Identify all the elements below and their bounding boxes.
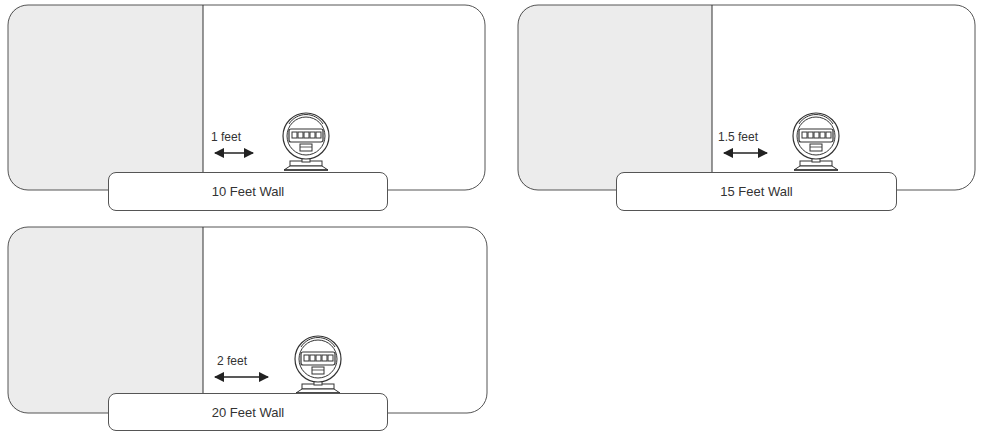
- distance-label: 1 feet: [211, 130, 241, 144]
- room-panel: [8, 5, 485, 190]
- wall-label-box: 10 Feet Wall: [108, 172, 388, 211]
- wall-label-box: 15 Feet Wall: [616, 172, 897, 211]
- room-panel: [8, 227, 487, 413]
- wall-label: 15 Feet Wall: [720, 184, 793, 199]
- wall-label-box: 20 Feet Wall: [108, 393, 388, 431]
- room-panel: [518, 5, 975, 190]
- wall-label: 20 Feet Wall: [212, 405, 285, 420]
- distance-label: 1.5 feet: [718, 130, 758, 144]
- distance-label: 2 feet: [217, 354, 247, 368]
- wall-label: 10 Feet Wall: [212, 184, 285, 199]
